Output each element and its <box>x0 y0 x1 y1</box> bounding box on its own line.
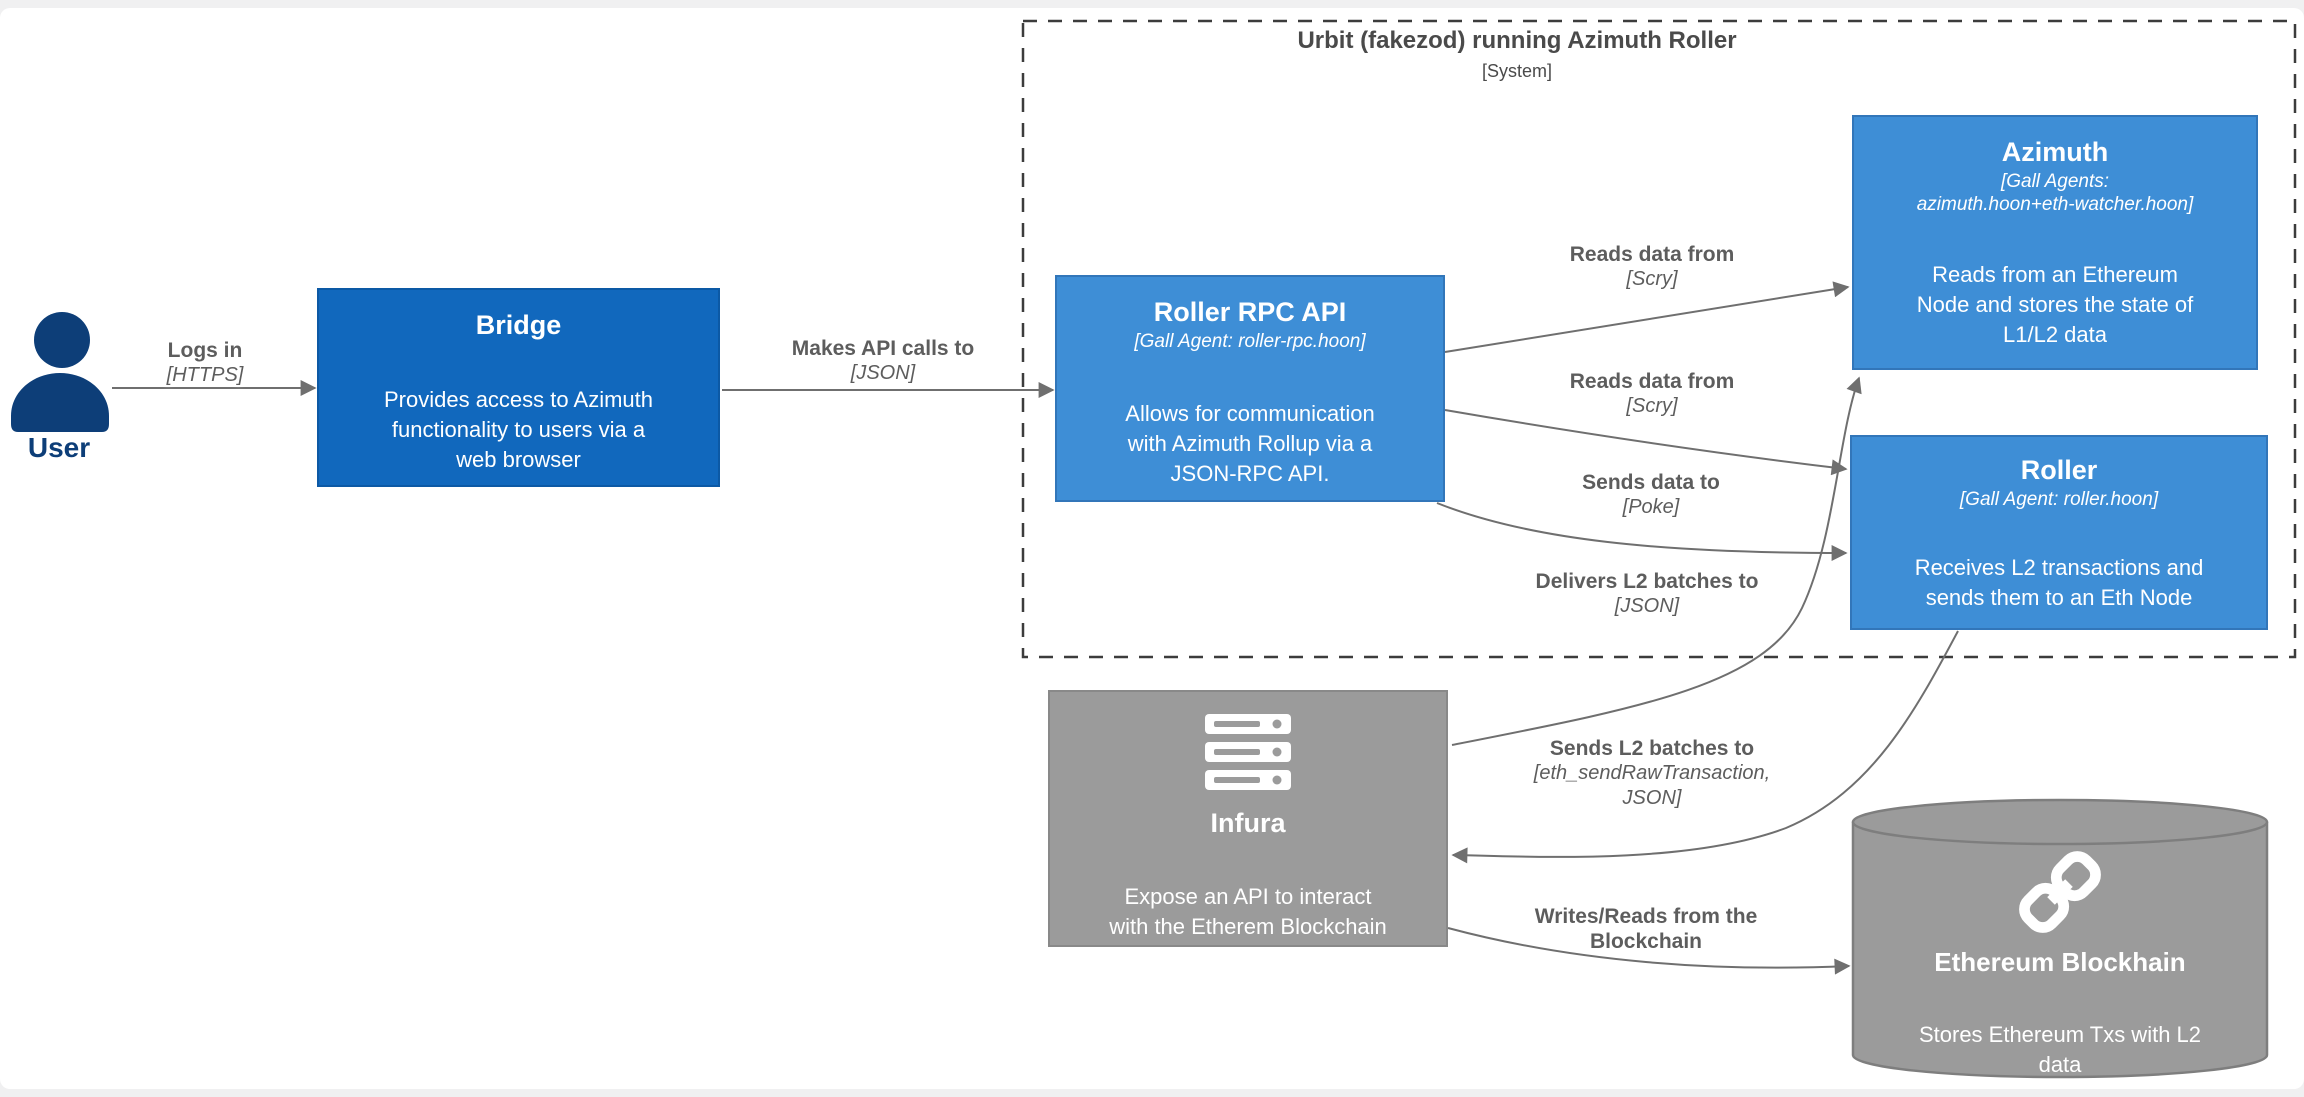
azimuth-description: Reads from an Ethereum Node and stores t… <box>1916 262 2194 347</box>
edge-label-writes-reads-text: Writes/Reads from the Blockchain <box>1534 905 1758 953</box>
edge-label-sends-data-protocol: [Poke] <box>1622 496 1680 518</box>
roller-rpc-api-box: Roller RPC API [Gall Agent: roller-rpc.h… <box>1055 275 1445 502</box>
azimuth-title: Azimuth <box>2001 137 2109 167</box>
boundary-subtitle: [System] <box>1481 61 1553 81</box>
bridge-title: Bridge <box>475 310 562 340</box>
user-person <box>8 310 112 439</box>
edge-label-delivers-batches-protocol: [JSON] <box>1614 595 1680 617</box>
edge-label-sends-batches-text: Sends L2 batches to <box>1549 737 1755 760</box>
azimuth-subtitle: [Gall Agents: azimuth.hoon+eth-watcher.h… <box>1916 171 2194 215</box>
bridge-description: Provides access to Azimuth functionality… <box>383 387 653 472</box>
ethereum-cylinder-shape <box>1851 798 2269 1079</box>
roller-rpc-api-subtitle: [Gall Agent: roller-rpc.hoon] <box>1134 331 1366 352</box>
edge-label-reads-roller-protocol: [Scry] <box>1626 395 1678 417</box>
edge-label-login: Logs in [HTTPS] <box>167 338 244 388</box>
chain-link-icon <box>2019 851 2101 933</box>
edge-label-login-protocol: [HTTPS] <box>166 364 244 386</box>
edge-rpc-to-roller-reads <box>1444 409 1848 476</box>
edge-label-reads-azimuth-protocol: [Scry] <box>1626 268 1678 290</box>
edge-label-reads-roller: Reads data from [Scry] <box>1570 369 1735 419</box>
edge-label-reads-azimuth: Reads data from [Scry] <box>1570 242 1735 292</box>
system-boundary-box <box>1021 19 2297 659</box>
edge-label-api-calls-protocol: [JSON] <box>850 362 916 384</box>
edge-roller-to-infura <box>1451 630 1959 864</box>
edge-label-sends-data: Sends data to [Poke] <box>1582 470 1720 520</box>
edge-rpc-to-roller-poke <box>1436 502 1848 561</box>
edge-label-reads-roller-text: Reads data from <box>1569 370 1735 393</box>
roller-rpc-api-description: Allows for communication with Azimuth Ro… <box>1125 401 1375 486</box>
infura-description: Expose an API to interact with the Ether… <box>1109 884 1387 939</box>
edge-label-delivers-batches-text: Delivers L2 batches to <box>1535 570 1759 593</box>
ethereum-blockchain-box: Ethereum Blockhain Stores Ethereum Txs w… <box>1853 848 2267 1077</box>
edge-infura-to-ethereum <box>1447 927 1851 975</box>
edge-label-api-calls: Makes API calls to [JSON] <box>792 336 974 386</box>
boundary-title: Urbit (fakezod) running Azimuth Roller <box>1297 27 1737 54</box>
ethereum-description: Stores Ethereum Txs with L2 data <box>1918 1022 2202 1077</box>
edge-label-login-text: Logs in <box>167 339 243 362</box>
edge-label-delivers-batches: Delivers L2 batches to [JSON] <box>1536 569 1759 619</box>
azimuth-box: Azimuth [Gall Agents: azimuth.hoon+eth-w… <box>1852 115 2258 370</box>
edge-label-sends-data-text: Sends data to <box>1582 471 1720 494</box>
infura-title: Infura <box>1210 808 1286 838</box>
roller-subtitle: [Gall Agent: roller.hoon] <box>1959 489 2159 510</box>
edge-label-reads-azimuth-text: Reads data from <box>1569 243 1735 266</box>
edge-label-sends-batches-protocol: [eth_sendRawTransaction, JSON] <box>1533 762 1771 809</box>
bridge-box: Bridge Provides access to Azimuth functi… <box>317 288 720 487</box>
edge-label-sends-batches: Sends L2 batches to [eth_sendRawTransact… <box>1492 736 1812 811</box>
roller-box: Roller [Gall Agent: roller.hoon] Receive… <box>1850 435 2268 630</box>
edge-infura-to-azimuth <box>1451 376 1862 746</box>
edge-label-writes-reads: Writes/Reads from the Blockchain <box>1535 904 1758 954</box>
roller-description: Receives L2 transactions and sends them … <box>1914 555 2204 610</box>
user-label: User <box>27 432 91 463</box>
server-stack-icon <box>1205 714 1291 790</box>
edge-rpc-to-azimuth <box>1444 281 1850 353</box>
person-icon <box>11 312 109 432</box>
roller-title: Roller <box>2020 455 2098 485</box>
infura-box: Infura Expose an API to interact with th… <box>1048 690 1448 947</box>
roller-rpc-api-title: Roller RPC API <box>1153 297 1347 327</box>
ethereum-title: Ethereum Blockhain <box>1934 947 2186 977</box>
edge-label-api-calls-text: Makes API calls to <box>791 337 975 360</box>
